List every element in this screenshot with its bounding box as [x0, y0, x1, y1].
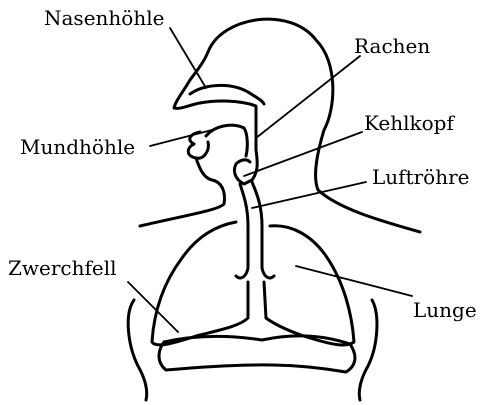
left-lung — [152, 222, 248, 345]
leader-kehlkopf — [244, 132, 362, 176]
leader-lunge — [296, 266, 412, 296]
label-luftroehre: Luftröhre — [372, 167, 469, 187]
torso-left — [128, 300, 147, 400]
trachea-left — [236, 184, 248, 278]
leader-luftroehre — [252, 182, 366, 208]
torso-right — [359, 300, 377, 400]
label-rachen: Rachen — [354, 36, 430, 56]
label-nasenhoehle: Nasenhöhle — [44, 8, 164, 28]
chin-outline — [140, 158, 225, 226]
leader-nasenhoehle — [170, 28, 206, 88]
leader-mundhoehle — [150, 130, 212, 146]
label-kehlkopf: Kehlkopf — [364, 113, 454, 133]
label-mundhoehle: Mundhöhle — [20, 137, 135, 157]
label-zwerchfell: Zwerchfell — [8, 258, 117, 278]
leader-rachen — [256, 56, 360, 138]
right-lung — [264, 226, 354, 345]
trachea-right — [252, 182, 274, 278]
label-lunge: Lunge — [413, 300, 477, 320]
nose-outline — [174, 52, 208, 108]
